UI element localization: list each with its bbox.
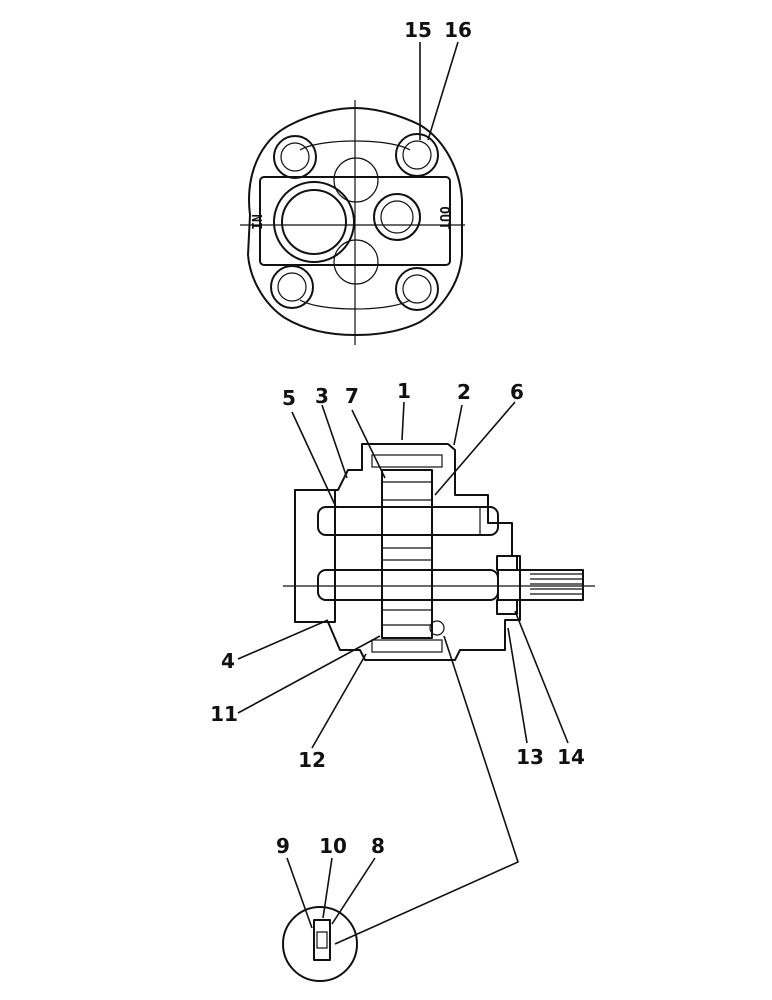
oil-seal [496, 555, 518, 615]
outlet-label: OUT [436, 206, 451, 230]
callout-12: 12 [298, 748, 326, 772]
driven-gear-shaft [317, 506, 499, 536]
pump-side-view: 5 3 7 1 2 6 4 11 12 13 14 [210, 379, 595, 945]
outlet-port [373, 193, 421, 241]
callout-5: 5 [282, 386, 296, 410]
gear-body [371, 454, 445, 653]
bolt-top-left [273, 135, 317, 179]
callout-11: 11 [210, 702, 238, 726]
drive-gear-shaft [317, 569, 499, 601]
callout-2: 2 [457, 380, 471, 404]
callout-13: 13 [516, 745, 544, 769]
callout-9: 9 [276, 834, 290, 858]
bolt-bottom-right [395, 267, 439, 311]
callout-7: 7 [345, 384, 359, 408]
detail-view: 9 10 8 [276, 834, 385, 982]
callout-14: 14 [557, 745, 585, 769]
callout-1: 1 [397, 379, 411, 403]
bolt-bottom-left [270, 265, 314, 309]
callout-10: 10 [319, 834, 347, 858]
inlet-port [273, 181, 355, 263]
inlet-label: IN [251, 214, 266, 230]
callout-8: 8 [371, 834, 385, 858]
pump-end-view: IN OUT 15 16 [240, 18, 472, 345]
bolt-top-right [395, 133, 439, 177]
spline-shaft [497, 569, 584, 601]
callout-4: 4 [221, 649, 235, 673]
callout-6: 6 [510, 380, 524, 404]
callout-16: 16 [444, 18, 472, 42]
callout-3: 3 [315, 384, 329, 408]
callout-15: 15 [404, 18, 432, 42]
